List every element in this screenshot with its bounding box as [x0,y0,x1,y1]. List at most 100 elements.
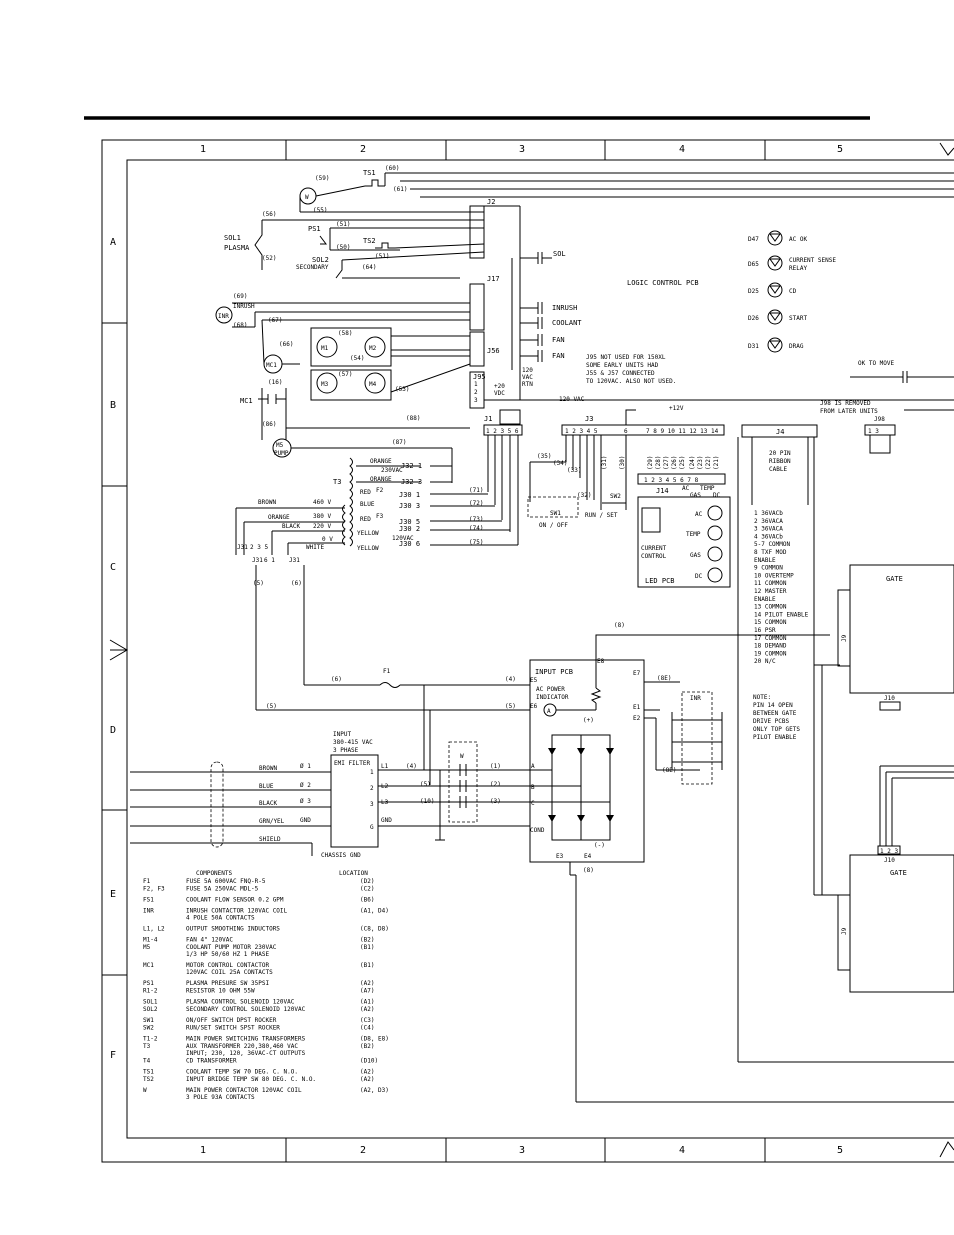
svg-text:FAN: FAN [552,352,565,360]
svg-text:GND: GND [381,817,392,824]
logic-side-caps: SOL INRUSH COOLANT FAN FAN [511,250,582,400]
svg-text:(8E): (8E) [657,675,671,682]
svg-text:W: W [305,194,309,201]
svg-text:(22): (22) [705,456,712,470]
svg-text:CABLE: CABLE [769,466,787,473]
svg-text:(6): (6) [331,676,342,683]
svg-text:(69): (69) [233,293,247,300]
inr-coil: INR (69) INRUSH (68) [215,293,470,329]
svg-text:J4: J4 [776,428,784,436]
component-row-cell: COOLANT PUMP MOTOR 230VAC [186,944,277,951]
row-label: F [110,1050,116,1061]
svg-text:(87): (87) [392,439,406,446]
svg-text:ONLY TOP GETS: ONLY TOP GETS [753,726,800,733]
svg-text:D47: D47 [748,236,759,243]
svg-text:J32 3: J32 3 [401,478,422,486]
component-row-cell: MAIN POWER CONTACTOR 120VAC COIL [186,1087,302,1094]
w-contacts: W (4) (1) (5) (2) (10) (3) [400,741,530,841]
svg-text:GRN/YEL: GRN/YEL [259,818,285,825]
svg-text:(71): (71) [469,487,483,494]
svg-text:(51): (51) [375,253,389,260]
row-label: E [110,889,116,900]
component-row-cell: AUX TRANSFORMER 220,380,460 VAC [186,1043,298,1050]
row-label: C [110,562,116,573]
svg-text:INR: INR [218,313,229,320]
component-row-cell: M1-4 [143,937,158,944]
svg-text:(34): (34) [553,460,567,467]
col-label: 1 [200,144,206,155]
component-row-cell: COOLANT TEMP SW 70 DEG. C. N.O. [186,1069,298,1076]
svg-text:(-): (-) [594,842,605,849]
component-row-cell: FAN 4" 120VAC [186,937,233,944]
component-row-cell: INPUT; 230, 120, 36VAC-CT OUTPUTS [186,1050,306,1057]
svg-text:J98: J98 [874,416,885,423]
svg-text:YELLOW: YELLOW [357,545,379,552]
led-d65: D65 CURRENT SENSE RELAY [748,255,836,272]
svg-text:1 2 3 5 6: 1 2 3 5 6 [486,428,519,435]
svg-text:E4: E4 [584,853,592,860]
component-row-cell: (A2) [360,1069,374,1076]
svg-text:(74): (74) [469,525,483,532]
component-row-cell: MAIN POWER SWITCHING TRANSFORMERS [186,1036,306,1043]
svg-text:2 3 5: 2 3 5 [250,544,268,551]
svg-text:(32): (32) [577,492,591,499]
svg-text:(8): (8) [583,867,594,874]
component-row-cell: TS2 [143,1076,154,1083]
gate-drive-1: GATE J9 J10 [837,564,954,711]
svg-text:BLACK: BLACK [282,523,300,530]
svg-text:INDICATOR: INDICATOR [536,694,569,701]
svg-text:CURRENT SENSE: CURRENT SENSE [789,257,836,264]
column-labels-bottom: 1 2 3 4 5 [200,1145,843,1156]
j4-pin-entry: ENABLE [754,596,776,603]
component-row-cell: SW2 [143,1025,154,1032]
switches: SW1 ON / OFF SW2 RUN / SET [527,493,626,529]
component-row-cell: R1-2 [143,988,158,995]
svg-text:E3: E3 [556,853,564,860]
svg-text:J14: J14 [656,487,669,495]
component-row-cell: INR [143,908,154,915]
inr-contacts: INR [671,691,723,785]
led-pcb-title: LED PCB [645,577,675,585]
j2-connector: J2 [469,198,521,259]
svg-text:E5: E5 [530,677,538,684]
j4-pin-entry: 5-7 COMMON [754,541,791,548]
ts2-switch: TS2 (51) [363,237,485,260]
component-row-cell: (A2) [360,1076,374,1083]
j4-pin-entry: 18 DEMAND [754,643,787,650]
component-row-cell: (D2) [360,878,374,885]
svg-text:CONTROL: CONTROL [641,553,667,560]
component-row-cell: (B2) [360,937,374,944]
row-label: B [110,400,116,411]
component-row-cell: FUSE 5A 250VAC MDL-5 [186,886,259,893]
svg-text:A: A [547,708,551,715]
j4-pin-entry: ENABLE [754,557,776,564]
logic-control-pcb: LOGIC CONTROL PCB D47 AC OK D65 CURRENT … [559,230,954,454]
component-row-cell: F2, F3 [143,886,165,893]
j4-pin-entry: 14 PILOT ENABLE [754,611,809,618]
svg-text:120: 120 [522,367,533,374]
svg-text:CURRENT: CURRENT [641,545,667,552]
svg-text:Ø 1: Ø 1 [300,763,311,770]
svg-text:WHITE: WHITE [306,544,324,551]
component-row-cell: RESISTOR 10 OHM 55W [186,988,255,995]
component-row-cell: (A2, D3) [360,1087,389,1094]
component-row-cell: L1, L2 [143,926,165,933]
j17-connector: J17 [469,275,500,331]
svg-text:3: 3 [474,397,478,404]
svg-text:FROM LATER UNITS: FROM LATER UNITS [820,408,878,415]
component-row-cell: 3 POLE 93A CONTACTS [186,1094,255,1101]
svg-text:E1: E1 [633,704,641,711]
svg-text:(5): (5) [505,703,516,710]
svg-text:1 2 3: 1 2 3 [880,848,898,855]
svg-text:(27): (27) [663,456,670,470]
component-row-cell: (B1) [360,962,374,969]
svg-text:J31: J31 [237,544,248,551]
svg-text:G: G [370,824,374,831]
svg-text:Ø 2: Ø 2 [300,782,311,789]
row-labels: A B C D E F [110,237,116,1061]
svg-text:RTN: RTN [522,381,533,388]
svg-text:RUN / SET: RUN / SET [585,512,618,519]
svg-text:(57): (57) [338,371,352,378]
svg-text:M3: M3 [321,381,329,388]
svg-text:MC1: MC1 [266,362,277,369]
